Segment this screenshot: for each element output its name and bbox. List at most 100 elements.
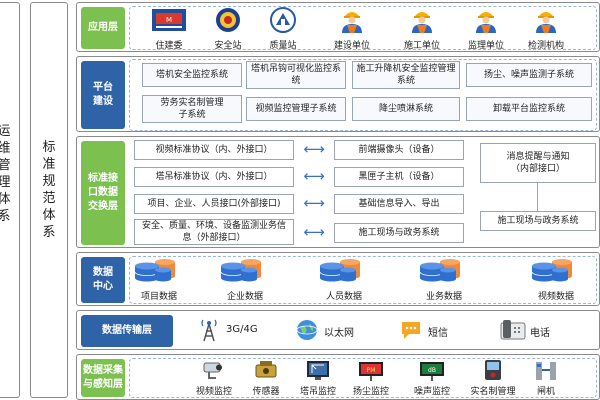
app-item-label: 施工单位 [403,41,440,51]
collect-item: PM 扬尘监控 [343,358,399,398]
app-layer-inner [129,6,597,50]
svg-text:M: M [166,16,172,24]
platform-system-hook-visualization: 塔机吊钩可视化监控系统 [246,61,346,89]
collect-item: 闸机 [518,358,574,398]
collect-layer-panel: 数据采集与感知层 [76,354,600,400]
dust-monitor-icon: PM [343,358,399,382]
svg-text:dB: dB [428,367,436,374]
database-icon [318,258,370,282]
standards-column: 标准规范体系 [30,2,68,398]
app-item: 施工单位 [392,6,452,51]
collect-item-label: 扬尘监控 [352,387,389,397]
collect-item: 传感器 [238,358,294,398]
housing-committee-logo: M [139,6,199,34]
sensor-icon [238,358,294,382]
data-store: 人员数据 [312,256,376,302]
bidirectional-arrow-3: ⟷ [303,194,325,212]
collect-item: dB 噪声监控 [404,358,460,398]
transport-item: 短信 [398,316,488,344]
transport-item: 电话 [500,316,590,344]
ops-management-label: 运维管理体系 [0,124,11,224]
interface-video-protocol: 视频标准协议（内、外接口） [134,140,294,160]
app-item: M 住建委 [139,6,199,51]
app-item: 检测机构 [516,6,576,51]
app-item: 质量站 [253,6,313,51]
app-item-label: 检测机构 [527,41,564,51]
interface-black-box-host: 黑匣子主机（设备） [334,167,464,187]
bidirectional-arrow-2: ⟷ [303,167,325,185]
standards-label: 标准规范体系 [42,140,56,240]
collect-item: 实名制管理 [465,358,521,398]
transport-item: 3G/4G [196,316,286,344]
transport-item-label: 以太网 [324,328,354,339]
construction-worker-icon [392,6,452,34]
interface-layer-label: 标准接口数据交换层 [81,141,125,245]
data-store-label: 业务数据 [425,292,462,302]
platform-system-hoist-safety: 施工升降机安全监控管理系统 [352,61,460,89]
platform-system-labor-realname: 劳务实名制管理子系统 [142,95,242,123]
quality-station-logo [253,6,313,34]
database-icon [133,258,185,282]
platform-system-unloading-platform: 卸载平台监控系统 [466,97,592,121]
collect-item-label: 闸机 [536,387,555,397]
construction-worker-icon [456,6,516,34]
data-store-label: 视频数据 [537,292,574,302]
app-item-label: 建设单位 [333,41,370,51]
transport-layer-label: 数据传输层 [81,315,173,347]
database-icon [530,258,582,282]
interface-message-notice: 消息提醒与通知（内部接口） [480,143,596,183]
safety-station-badge [198,6,258,34]
collect-layer-label: 数据采集与感知层 [81,359,125,397]
data-store: 视频数据 [524,256,588,302]
platform-system-tower-crane-safety: 塔机安全监控系统 [142,63,242,87]
transport-item-label: 电话 [530,328,550,339]
interface-site-gov-system-right: 施工现场与政务系统 [480,211,596,231]
data-store-label: 企业数据 [226,292,263,302]
ops-management-column: 运维管理体系 [0,2,20,398]
data-store: 项目数据 [127,256,191,302]
construction-worker-icon [516,6,576,34]
data-store: 企业数据 [213,256,277,302]
transport-item-label: 3G/4G [226,324,258,335]
app-item: 建设单位 [322,6,382,51]
data-store-label: 项目数据 [140,292,177,302]
construction-worker-icon [322,6,382,34]
platform-system-dust-spray: 降尘喷淋系统 [352,97,460,121]
interface-tower-protocol: 塔吊标准协议（内、外接口） [134,167,294,187]
telephone-icon [500,317,526,343]
data-store-label: 人员数据 [325,292,362,302]
transport-item: 以太网 [294,316,384,344]
collect-item-label: 传感器 [252,387,280,397]
globe-icon [294,317,320,343]
cell-tower-icon [196,317,222,343]
app-layer-label: 应用层 [81,7,125,49]
platform-layer-label: 平台建设 [81,61,125,129]
bidirectional-arrow-1: ⟷ [303,140,325,158]
app-item-label: 住建委 [155,41,183,51]
collect-item: 塔吊监控 [290,358,346,398]
id-terminal-icon [465,358,521,382]
collect-item-label: 实名制管理 [470,387,516,397]
noise-monitor-icon: dB [404,358,460,382]
app-layer-panel: 应用层 [76,2,600,52]
sms-icon [398,317,424,343]
bidirectional-arrow-4: ⟷ [303,223,325,241]
svg-text:PM: PM [367,367,376,374]
interface-basic-info-io: 基础信息导入、导出 [334,194,464,214]
cctv-camera-icon [186,358,242,382]
turnstile-icon [518,358,574,382]
app-item-label: 安全站 [214,41,242,51]
data-center-inner [129,256,597,304]
platform-system-dust-noise: 扬尘、噪声监测子系统 [466,63,592,87]
platform-system-video-management: 视频监控管理子系统 [246,97,346,121]
interface-site-gov-system: 施工现场与政务系统 [334,223,464,243]
collect-item-label: 噪声监控 [413,387,450,397]
data-center-label: 数据中心 [81,257,125,303]
collect-item-label: 视频监控 [195,387,232,397]
interface-monitoring-business: 安全、质量、环境、设备监测业务信息（外部接口） [134,219,294,245]
transport-item-label: 短信 [428,328,448,339]
app-item-label: 质量站 [269,41,297,51]
database-icon [219,258,271,282]
vertical-connector-line [537,183,538,211]
database-icon [418,258,470,282]
